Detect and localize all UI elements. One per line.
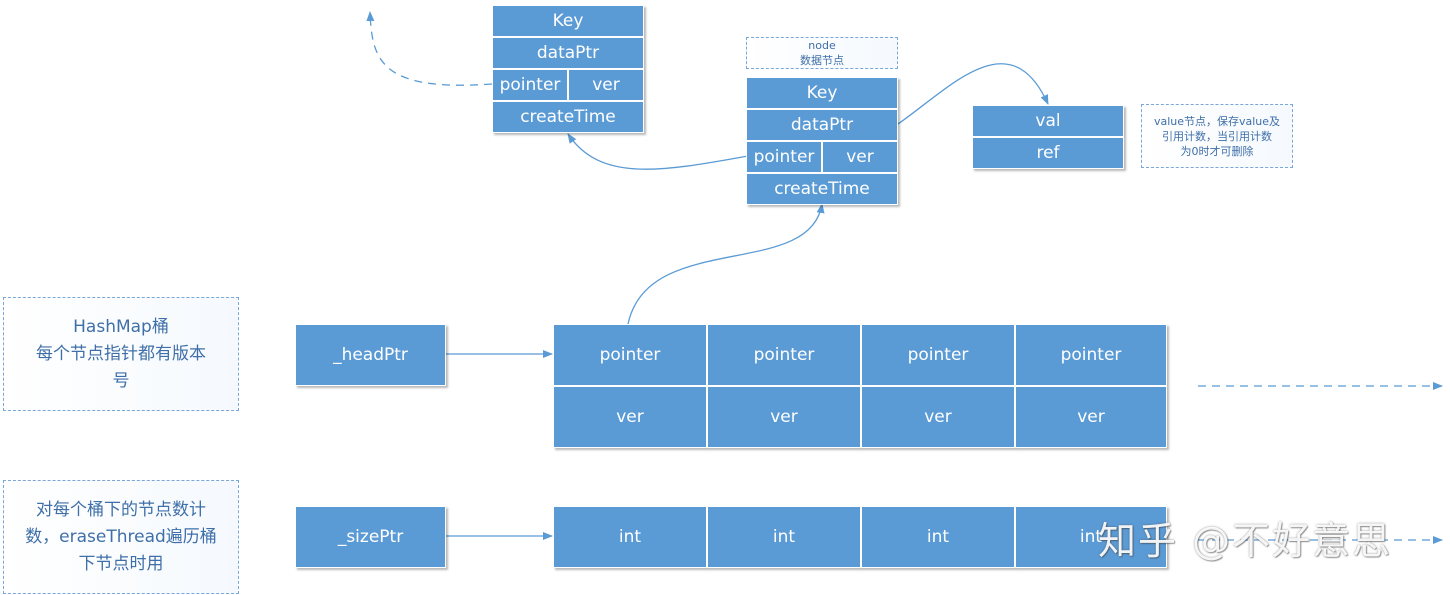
counter-2: int <box>861 506 1015 568</box>
node-note-line1: node <box>808 39 836 52</box>
hashmap-note-line1: HashMap桶 <box>73 316 169 337</box>
new-node-key-label: Key <box>806 83 838 103</box>
node-note: node 数据节点 <box>746 37 898 69</box>
head-ptr-box: _headPtr <box>295 324 446 386</box>
hashmap-bucket-note: HashMap桶 每个节点指针都有版本 号 <box>3 297 239 411</box>
old-node-ver-label: ver <box>592 75 620 95</box>
new-node-ver: ver <box>822 141 898 173</box>
bucket-pointer-0: pointer <box>553 324 707 386</box>
value-note-line2: 引用计数，当引用计数 <box>1162 129 1272 143</box>
old-node-data-ptr: dataPtr <box>492 37 644 69</box>
watermark: 知乎 @不好意思 <box>1098 519 1393 563</box>
old-node-key: Key <box>492 5 644 37</box>
bucket-ver-label: ver <box>616 407 644 427</box>
value-note-line1: value节点，保存value及 <box>1153 114 1281 128</box>
bucket-pointer-1: pointer <box>707 324 861 386</box>
old-node-create-time: createTime <box>492 101 644 133</box>
new-node-create-time: createTime <box>746 173 898 205</box>
counter-0: int <box>553 506 707 568</box>
new-node-key: Key <box>746 77 898 109</box>
value-node-ref-label: ref <box>1036 143 1060 163</box>
old-node-key-label: Key <box>552 11 584 31</box>
new-node-pointer-label: pointer <box>753 147 815 167</box>
hashmap-note-line3: 号 <box>112 370 130 391</box>
new-node-data-ptr-label: dataPtr <box>790 115 854 135</box>
node-count-note: 对每个桶下的节点数计 数，eraseThread遍历桶 下节点时用 <box>3 480 239 594</box>
old-node-ver: ver <box>568 69 644 101</box>
node-note-line2: 数据节点 <box>800 54 844 67</box>
count-note-line3: 下节点时用 <box>78 553 164 574</box>
counter-1: int <box>707 506 861 568</box>
data-ptr-to-value-link <box>897 63 1049 125</box>
value-node-val-label: val <box>1035 111 1061 131</box>
new-node-to-old-node-link <box>567 133 749 170</box>
bucket-to-node-link <box>627 203 825 325</box>
bucket-ver-2: ver <box>861 386 1015 448</box>
bucket-ver-1: ver <box>707 386 861 448</box>
hashmap-note-line2: 每个节点指针都有版本 <box>36 343 206 364</box>
old-node-pointer-label: pointer <box>499 75 561 95</box>
bucket-ver-label: ver <box>924 407 952 427</box>
counter-label: int <box>618 527 642 547</box>
old-node-create-time-label: createTime <box>520 107 616 127</box>
counter-label: int <box>772 527 796 547</box>
bucket-pointer-label: pointer <box>753 345 815 365</box>
count-note-line1: 对每个桶下的节点数计 <box>36 499 206 520</box>
value-node-ref: ref <box>972 137 1124 169</box>
counter-label: int <box>926 527 950 547</box>
value-node-val: val <box>972 105 1124 137</box>
value-note-line3: 为0时才可删除 <box>1180 144 1254 158</box>
bucket-pointer-label: pointer <box>907 345 969 365</box>
old-node-pointer: pointer <box>492 69 568 101</box>
bucket-pointer-label: pointer <box>1060 345 1122 365</box>
bucket-pointer-2: pointer <box>861 324 1015 386</box>
bucket-pointer-label: pointer <box>599 345 661 365</box>
bucket-ver-label: ver <box>1077 407 1105 427</box>
bucket-ver-label: ver <box>770 407 798 427</box>
bucket-pointer-3: pointer <box>1015 324 1167 386</box>
old-node-next-link <box>366 11 493 86</box>
new-node-pointer: pointer <box>746 141 822 173</box>
new-node-create-time-label: createTime <box>774 179 870 199</box>
size-ptr-box: _sizePtr <box>295 506 446 568</box>
count-note-line2: 数，eraseThread遍历桶 <box>25 526 217 547</box>
head-ptr-label: _headPtr <box>333 345 408 365</box>
new-node-data-ptr: dataPtr <box>746 109 898 141</box>
old-node-data-ptr-label: dataPtr <box>536 43 600 63</box>
bucket-ver-0: ver <box>553 386 707 448</box>
counter-label: int <box>1079 527 1103 547</box>
new-node-ver-label: ver <box>846 147 874 167</box>
value-note: value节点，保存value及 引用计数，当引用计数 为0时才可删除 <box>1141 104 1293 168</box>
counter-3: int <box>1015 506 1167 568</box>
size-ptr-label: _sizePtr <box>337 527 404 547</box>
bucket-ver-3: ver <box>1015 386 1167 448</box>
